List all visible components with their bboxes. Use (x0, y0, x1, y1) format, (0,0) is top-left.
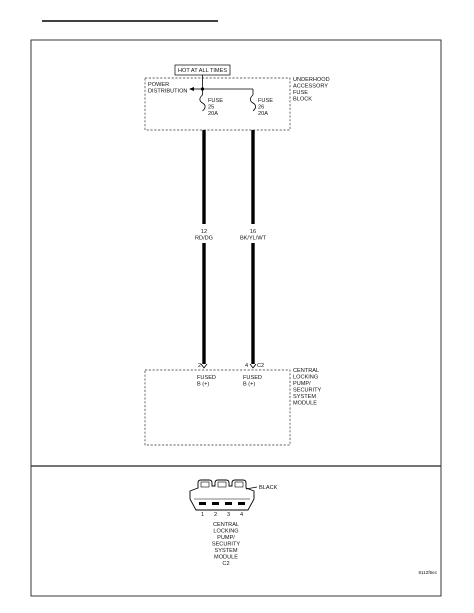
fuse-block-outline (144, 77, 291, 131)
fuse-26-symbol (249, 94, 257, 112)
diagram-frame (30, 39, 442, 597)
connector-pin-3: 3 (227, 512, 230, 518)
hot-at-all-times-label: HOT AT ALL TIMES (178, 68, 227, 74)
module-pin-2-cavity (200, 363, 208, 369)
bus-arrow (189, 87, 194, 91)
connector-color-leader (245, 486, 258, 490)
module-pin-2-number: 2 (198, 363, 201, 369)
connector-cavity-4 (238, 502, 245, 505)
connector-pin-4: 4 (240, 512, 243, 518)
connector-cavity-3 (225, 502, 232, 505)
fuse-25-symbol (199, 94, 206, 112)
module-pin-4-cavity (249, 363, 257, 369)
connector-face-view (189, 479, 255, 511)
connector-lock-tab-3 (234, 481, 244, 488)
connector-lock-tab-1 (200, 481, 210, 488)
connector-pin-2: 2 (214, 512, 217, 518)
connector-pin-1: 1 (201, 512, 204, 518)
connector-cavity-1 (199, 502, 206, 505)
figure-id: 8112f5ec (418, 570, 437, 575)
module-pin-4-number: 4 (245, 363, 248, 369)
connector-color-label: BLACK (259, 485, 278, 491)
connector-lock-tab-2 (217, 481, 227, 488)
connector-body (189, 479, 255, 511)
module-outline (144, 369, 291, 446)
module-connector-id: C2 (257, 363, 264, 369)
connector-cavity-2 (212, 502, 219, 505)
